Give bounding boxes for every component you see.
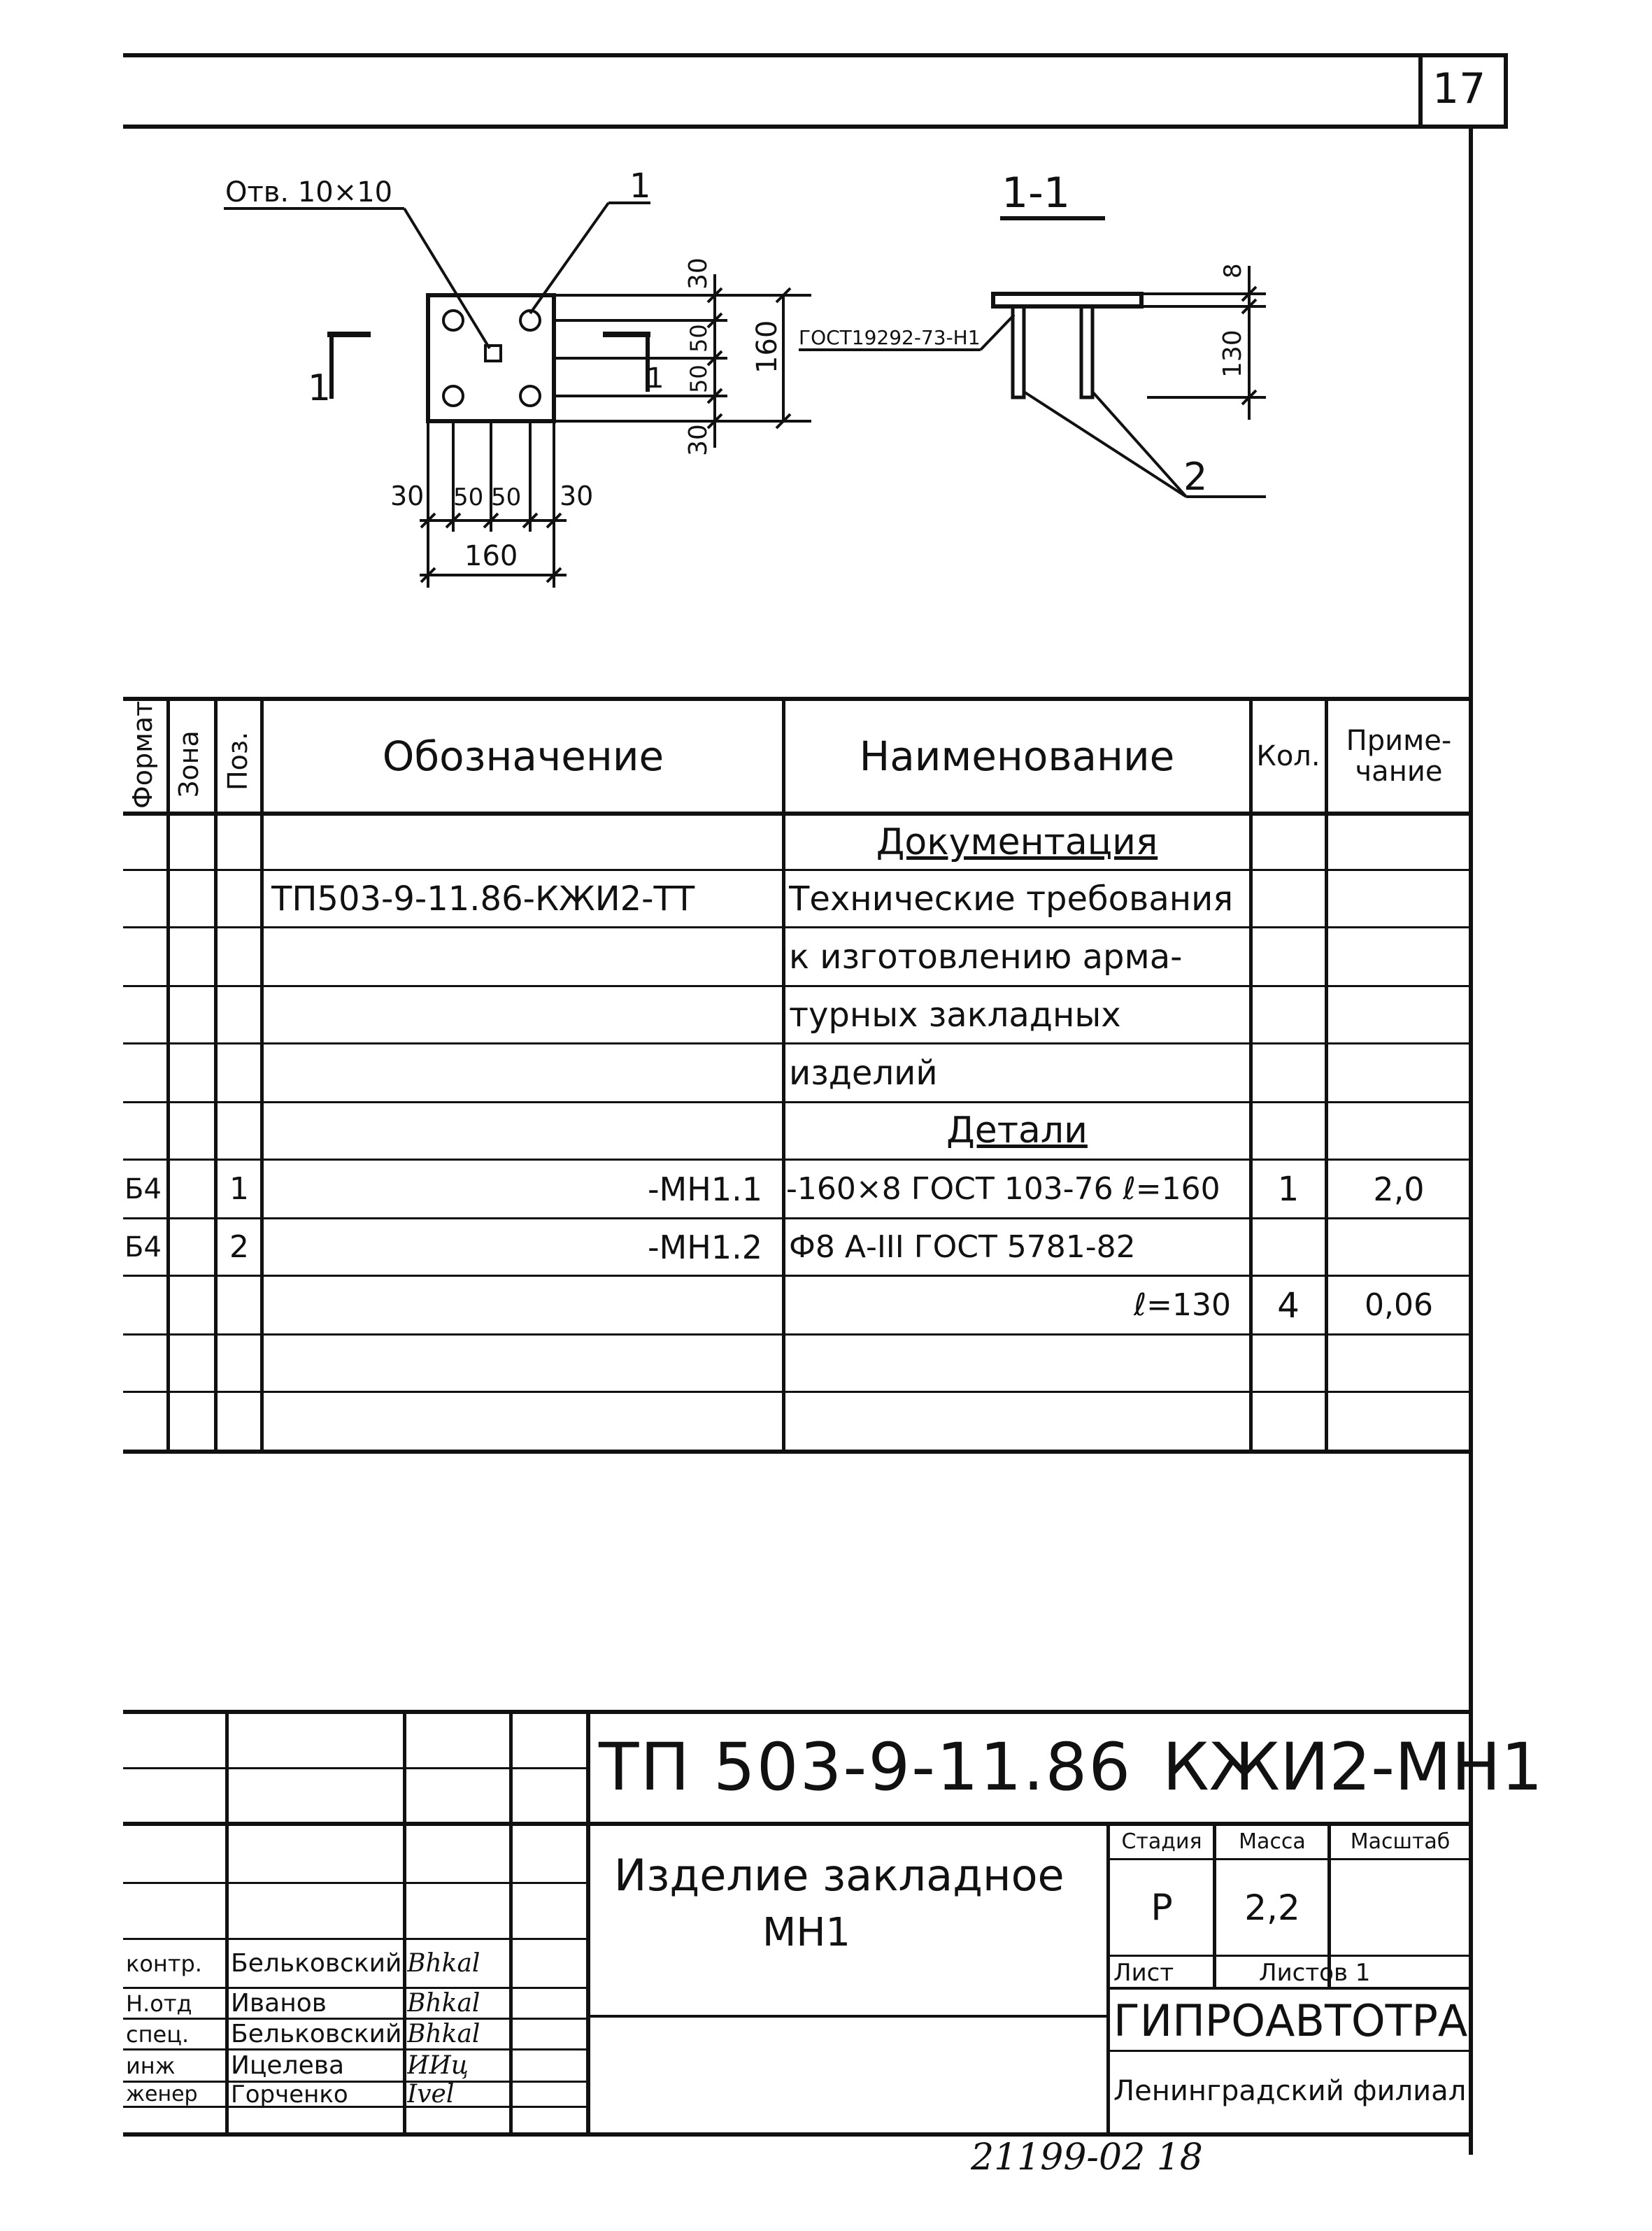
svg-text:30: 30 [390,481,424,511]
row-2-name: к изготовлению арма- [789,937,1183,977]
row-5-designation: -МН1.1 [647,1170,762,1208]
svg-text:50: 50 [491,483,521,511]
row-6-pos: 2 [229,1229,249,1265]
hole-label: Отв. 10×10 [225,176,392,208]
person-4-role: инж [126,2052,176,2079]
title-block-top-line [123,1710,1473,1714]
row-3-name: турных закладных [789,995,1121,1035]
footer-number: 21199-02 18 [971,2137,1203,2179]
technical-drawing: Отв. 10×10 1 1 1 1-1 ГОСТ19292-73-Н1 2 3… [224,167,1266,588]
sheets-label: Листов 1 [1259,1959,1371,1987]
doc-code: ТП 503-9-11.86 [599,1729,1132,1806]
svg-text:8: 8 [1219,263,1247,278]
person-5-signature: Ivel [407,2083,455,2106]
person-2-signature: Bhkal [407,1989,480,2018]
svg-text:160: 160 [751,320,783,374]
scale-label: Масштаб [1350,1829,1451,1854]
row-6-name: Ф8 А-III ГОСТ 5781-82 [789,1229,1136,1265]
section-mark-left: 1 [308,367,331,409]
row-7-qty: 4 [1277,1284,1299,1326]
spec-top-line [123,697,1473,701]
plate-section-view [991,292,1144,309]
svg-text:30: 30 [684,257,713,290]
title-line-1: Изделие закладное [614,1850,1064,1901]
section-details: Детали [946,1110,1088,1152]
person-5-role: женер [126,2083,198,2106]
svg-text:130: 130 [1218,330,1247,378]
row-1-designation: ТП503-9-11.86-КЖИ2-ТТ [271,879,695,919]
row-6-format: Б4 [124,1231,162,1263]
frame-top-inner-line [123,125,1508,129]
svg-text:30: 30 [684,424,713,456]
row-5-note: 2,0 [1373,1170,1425,1208]
branch-name: Ленинградский филиал [1113,2075,1467,2107]
header-name: Наименование [859,732,1175,780]
doc-mark: КЖИ2-МН1 [1162,1729,1543,1806]
pos2-label: 2 [1183,455,1207,499]
spec-bottom-line [123,1450,1473,1454]
row-5-format: Б4 [124,1173,162,1205]
header-qty: Кол. [1256,740,1320,772]
row-7-note: 0,06 [1365,1287,1433,1323]
spec-header-bottom-line [123,812,1473,816]
person-4-name: Ицелева [231,2051,345,2080]
section-documentation: Документация [876,821,1158,863]
page-box-left [1418,53,1423,127]
mass-value: 2,2 [1244,1888,1300,1928]
mass-label: Масса [1239,1829,1306,1854]
section-title: 1-1 [1002,169,1070,218]
pos1-label: 1 [629,167,651,206]
row-6-designation: -МН1.2 [647,1228,762,1266]
svg-text:50: 50 [453,483,483,511]
row-4-name: изделий [789,1053,938,1093]
svg-text:50: 50 [685,364,712,393]
svg-text:50: 50 [685,324,712,353]
row-5-name: -160×8 ГОСТ 103-76 ℓ=160 [786,1171,1220,1207]
svg-text:30: 30 [560,481,593,511]
section-mark-right: 1 [646,362,664,395]
page-number: 17 [1432,64,1486,113]
title-block-bottom-line [123,2132,1473,2137]
page-box-right [1504,53,1508,127]
row-5-qty: 1 [1277,1169,1299,1209]
person-5-name: Горченко [231,2083,348,2106]
person-1-signature: Bhkal [407,1949,480,1978]
person-1-name: Бельковский [231,1949,402,1978]
title-line-2: МН1 [762,1910,851,1955]
header-pos: Поз. [222,731,253,791]
person-3-role: спец. [126,2020,190,2048]
header-designation: Обозначение [382,732,664,780]
row-1-name: Технические требования [789,879,1234,919]
frame-right-line [1469,126,1473,2155]
frame-top-line [123,53,1508,57]
sheet-label: Лист [1113,1959,1174,1987]
person-2-role: Н.отд [126,1990,192,2017]
header-format: Формат [127,700,158,809]
row-5-pos: 1 [229,1171,249,1207]
gost-note: ГОСТ19292-73-Н1 [799,326,981,349]
stage-value: Р [1151,1887,1173,1929]
person-1-role: контр. [126,1950,202,1977]
svg-text:160: 160 [464,540,518,572]
person-2-name: Иванов [231,1989,327,2018]
person-3-name: Бельковский [231,2020,402,2048]
row-7-name: ℓ=130 [1133,1287,1231,1323]
person-3-signature: Bhkal [407,2020,480,2048]
org-name: ГИПРОАВТОТРАНС [1113,1995,1469,2046]
header-zone: Зона [173,730,204,798]
header-note: Приме-чание [1346,725,1452,788]
stage-label: Стадия [1121,1829,1202,1854]
person-4-signature: ИИц [407,2051,469,2080]
